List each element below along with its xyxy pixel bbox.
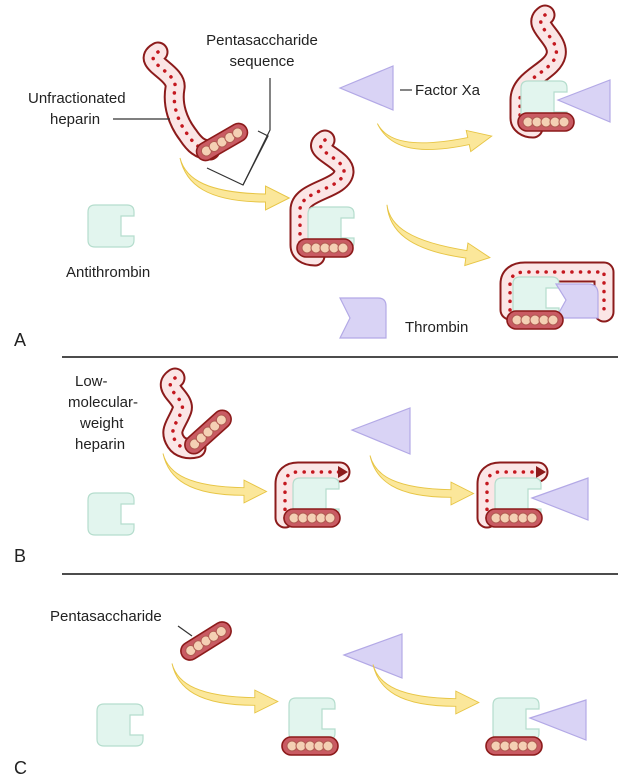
antithrombin-molecule [87,204,135,248]
pentasaccharide-leader [242,78,271,186]
panel-b: Low- molecular- weight heparin [14,367,589,566]
lmwh-molecule [160,367,236,460]
label-pentasaccharide-sequence-line2: sequence [229,53,294,70]
panel-c: Pentasaccharide C [14,608,587,778]
arrow-a-to-complex [179,157,290,211]
pentasaccharide-at-xa-complex [485,697,587,756]
arrow-a-to-thrombin [379,204,496,270]
arrow-a-to-xa [376,100,495,170]
antithrombin-c [96,703,144,747]
panel-a: Pentasaccharide sequence Unfractionated … [14,4,615,350]
pentasaccharide-antithrombin-complex [281,697,339,756]
heparin-at-thrombin-complex [499,261,615,330]
label-lmwh-line2: molecular- [68,394,138,411]
label-lmwh-line1: Low- [75,373,108,390]
label-unfractionated-line2: heparin [50,111,100,128]
arrow-b-1 [162,453,267,504]
lmwh-antithrombin-complex [274,461,351,529]
factor-xa-molecule [338,65,394,111]
heparin-at-xa-complex [509,4,611,139]
label-pentasaccharide-sequence-line1: Pentasaccharide [206,32,318,49]
pentasaccharide-molecule [176,617,236,665]
pentasaccharide-c-leader [177,625,193,637]
label-antithrombin: Antithrombin [66,264,150,281]
panel-letter-a: A [14,330,26,350]
arrow-c-1 [171,663,279,714]
thrombin-molecule [339,297,387,339]
label-pentasaccharide: Pentasaccharide [50,608,162,625]
factor-xa-b [350,407,411,455]
factor-xa-c [342,633,403,679]
unfractionated-heparin-molecule [142,41,252,165]
antithrombin-b [87,492,135,536]
label-thrombin: Thrombin [405,319,468,336]
label-lmwh-line4: heparin [75,436,125,453]
panel-letter-c: C [14,758,27,778]
label-factor-xa: Factor Xa [415,82,481,99]
label-lmwh-line3: weight [79,415,124,432]
lmwh-at-xa-complex [476,461,589,529]
arrow-b-2 [369,455,474,506]
panel-letter-b: B [14,546,26,566]
heparin-antithrombin-complex [289,129,355,267]
label-unfractionated-line1: Unfractionated [28,90,126,107]
